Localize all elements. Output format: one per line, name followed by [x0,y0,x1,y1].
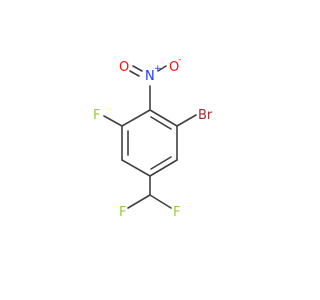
bond-cf2-f-right [149,194,172,209]
bond-c4-c5 [121,159,151,177]
bond-n-o-double-b [129,70,140,77]
bond-c3-c4 [149,159,178,177]
nitro-oxygen-charge: - [178,55,181,65]
bond-c2-br [176,114,197,127]
bond-c6-f [103,115,123,127]
bond-c6-c1 [121,109,151,127]
bond-n-o-double-a [132,65,143,72]
nitro-nitrogen-charge: + [154,64,162,74]
bond-cf2-f-left [127,194,151,209]
nitro-oxygen-single-label: O [169,60,179,75]
difluoromethyl-fluorine-left-label: F [119,205,126,220]
ring-fluorine-label: F [93,108,100,123]
difluoromethyl-fluorine-right-label: F [173,205,180,220]
double-bond-inner-c3-c4 [150,156,172,170]
nitro-nitrogen-label: N [145,69,155,84]
bond-n-o-single [157,65,167,72]
molecule-diagram: Br F N + O O - F F [93,55,213,220]
structure-svg: Br F N + O O - F F [93,55,213,220]
double-bond-inner-c1-c2 [150,116,172,130]
bromine-label: Br [198,108,213,123]
nitro-oxygen-double-label: O [119,60,129,75]
bond-c1-c2 [149,109,178,127]
